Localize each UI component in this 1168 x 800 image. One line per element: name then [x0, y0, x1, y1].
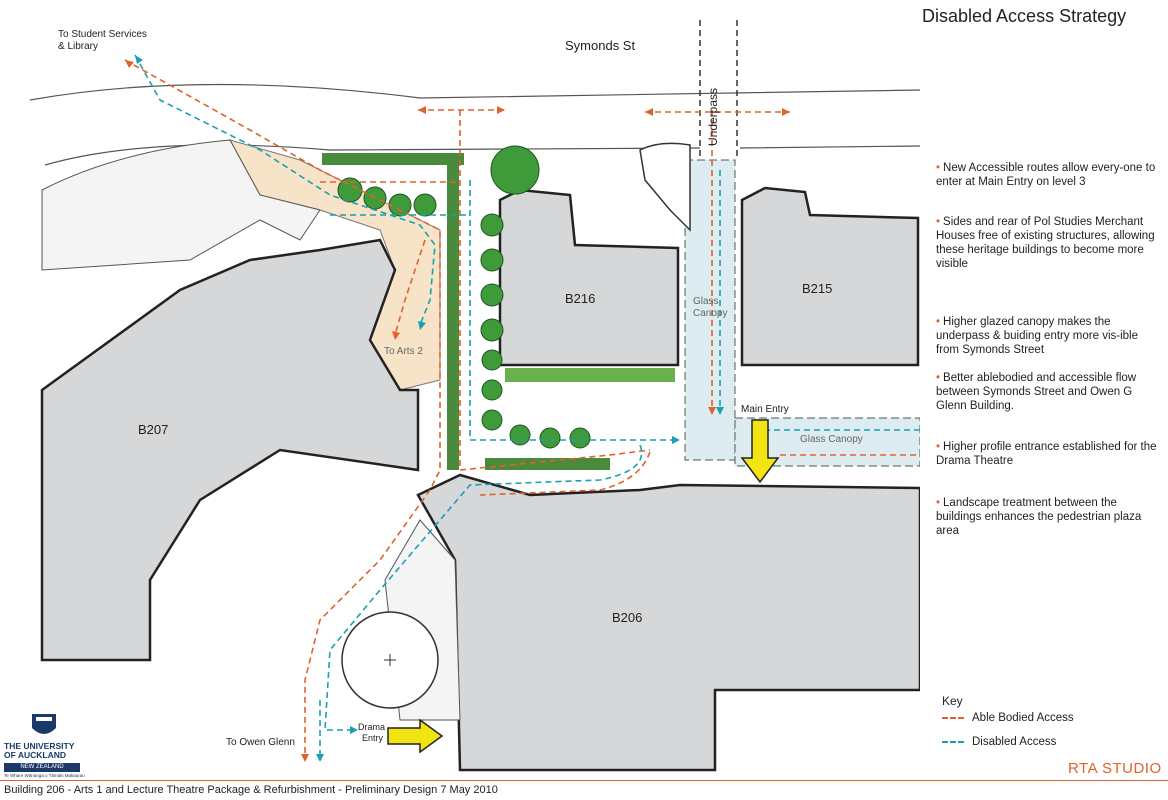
- university-country: NEW ZEALAND: [4, 763, 80, 772]
- bullet-icon: •: [936, 162, 941, 174]
- building-b215: [740, 186, 920, 367]
- street-lower-edge: [44, 144, 920, 166]
- to-library-label: & Library: [58, 41, 99, 52]
- key-able-bodied: Able Bodied Access: [942, 712, 1074, 724]
- able-bodied-routes: [124, 59, 920, 760]
- planter-top: [322, 153, 464, 165]
- disabled-routes: [134, 54, 920, 760]
- drama-entry-label-1: Drama: [358, 722, 386, 732]
- planter-mid: [505, 368, 675, 382]
- b215-label: B215: [802, 281, 833, 296]
- university-crest-icon: [32, 714, 56, 734]
- glass-canopy-label-2: Glass Canopy: [800, 434, 863, 445]
- note-item: •Better ablebodied and accessible flow b…: [936, 372, 1137, 412]
- key-title: Key: [942, 694, 963, 708]
- building-b207: [40, 238, 420, 662]
- page-title: Disabled Access Strategy: [922, 6, 1127, 26]
- b216-label: B216: [565, 291, 596, 306]
- symonds-street-edge: [29, 83, 920, 101]
- bullet-icon: •: [936, 372, 941, 384]
- b206-label: B206: [612, 610, 643, 625]
- to-arts2-label: To Arts 2: [384, 346, 423, 357]
- note-item: •Higher profile entrance established for…: [936, 441, 1157, 467]
- note-item: •Sides and rear of Pol Studies Merchant …: [936, 216, 1155, 270]
- orange-arrowheads: [125, 60, 790, 762]
- tree-row: [337, 145, 591, 449]
- underpass-label: Underpass: [706, 87, 720, 146]
- to-student-services-label: To Student Services: [58, 29, 147, 40]
- main-entry-label: Main Entry: [741, 404, 789, 415]
- b207-label: B207: [138, 422, 169, 437]
- note-item: •Landscape treatment between the buildin…: [936, 497, 1142, 537]
- landscape-stipple: [41, 139, 321, 271]
- bullet-icon: •: [936, 497, 941, 509]
- building-b216: [498, 188, 680, 367]
- note-item: •Higher glazed canopy makes the underpas…: [936, 316, 1138, 356]
- stair-underpass: [639, 142, 691, 232]
- glass-canopy-label-1: Glass: [693, 296, 719, 307]
- footer-text: Building 206 - Arts 1 and Lecture Theatr…: [4, 784, 498, 796]
- to-owen-glenn-label: To Owen Glenn: [226, 737, 295, 748]
- glass-canopy-label-1b: Canopy: [693, 308, 728, 319]
- bullet-icon: •: [936, 316, 941, 328]
- street-label: Symonds St: [565, 38, 636, 53]
- underpass-walls: [699, 20, 738, 160]
- building-b206: [416, 473, 920, 772]
- note-item: •New Accessible routes allow every-one t…: [936, 162, 1156, 188]
- teal-dash-icon: [942, 741, 964, 743]
- drama-entry-label-2: Entry: [362, 733, 384, 743]
- bullet-icon: •: [936, 216, 941, 228]
- university-maori-name: Te Whare Wānanga o Tāmaki Makaurau: [4, 773, 85, 778]
- bullet-icon: •: [936, 441, 941, 453]
- planter-bottom: [485, 458, 610, 470]
- planter-vertical: [447, 160, 459, 470]
- drama-entry-arrow: [387, 718, 444, 754]
- key-disabled: Disabled Access: [942, 736, 1056, 748]
- orange-dash-icon: [942, 717, 964, 719]
- main-entry-arrow: [740, 419, 780, 484]
- studio-logo: RTA STUDIO: [1068, 760, 1162, 777]
- footer-divider: [0, 780, 1168, 781]
- site-plan-map: [29, 20, 920, 772]
- university-name: THE UNIVERSITY OF AUCKLAND: [4, 741, 75, 760]
